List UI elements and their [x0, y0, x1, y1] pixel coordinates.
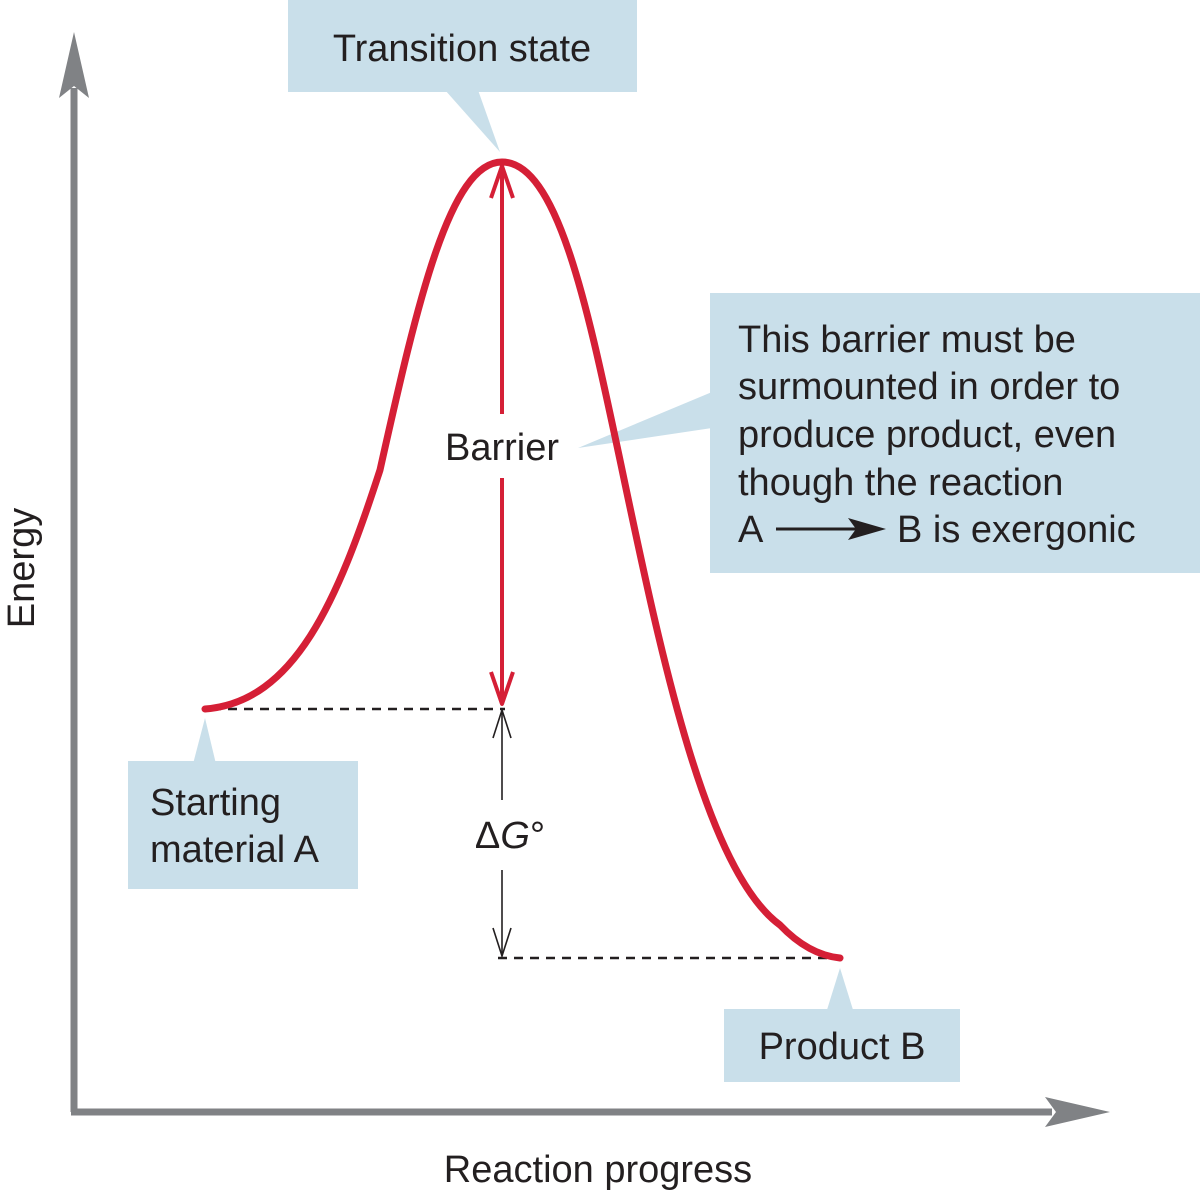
barrier-arrow-down-head-icon	[489, 671, 515, 706]
barrier-note-callout: This barrier must be surmounted in order…	[578, 293, 1200, 573]
barrier-arrow	[489, 164, 515, 706]
barrier-arrow-up-head-icon	[489, 164, 515, 199]
note-line-1: This barrier must be	[738, 319, 1076, 361]
delta-g-arrow-up-head-icon	[492, 707, 512, 739]
delta-g-label: ΔG°	[475, 815, 545, 857]
degree-symbol: °	[530, 815, 545, 857]
product-callout: Product B	[724, 968, 960, 1082]
note-line-4: though the reaction	[738, 462, 1063, 504]
delta-g-arrow	[492, 707, 512, 959]
barrier-label: Barrier	[445, 427, 559, 469]
starting-material-callout: Starting material A	[128, 718, 358, 889]
note-line-3: produce product, even	[738, 414, 1116, 456]
product-label: Product B	[759, 1026, 926, 1068]
x-axis-label: Reaction progress	[444, 1149, 752, 1191]
reaction-energy-curve	[201, 158, 844, 962]
reaction-arrow-icon	[848, 518, 886, 540]
note-line-2: surmounted in order to	[738, 366, 1120, 408]
y-axis-label: Energy	[1, 508, 43, 628]
delta-symbol: Δ	[475, 815, 500, 857]
transition-state-callout: Transition state	[288, 0, 637, 152]
y-axis-arrowhead	[59, 32, 89, 98]
g-variable: G	[500, 815, 530, 857]
note-line-5-start: A	[738, 509, 764, 551]
note-line-5-end: B is exergonic	[897, 509, 1136, 551]
starting-material-line-1: Starting	[150, 782, 281, 824]
delta-g-arrow-down-head-icon	[492, 927, 512, 959]
x-axis-arrowhead	[1045, 1097, 1110, 1127]
starting-material-line-2: material A	[150, 829, 320, 871]
axes	[59, 32, 1110, 1127]
transition-state-label: Transition state	[333, 28, 591, 70]
